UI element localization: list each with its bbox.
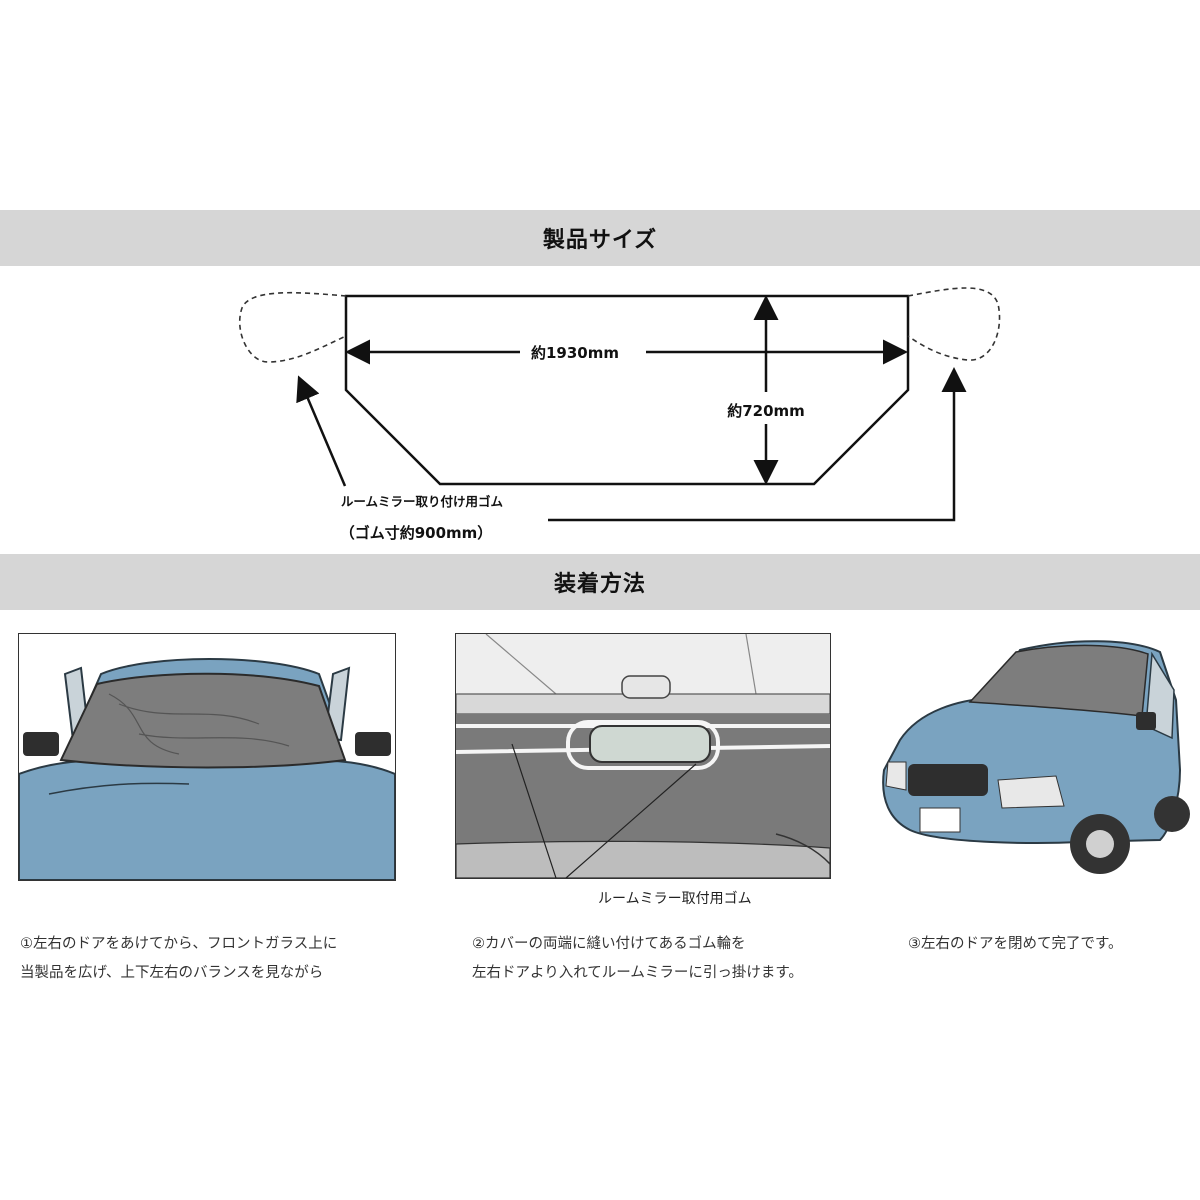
cover-outline	[344, 294, 910, 486]
step3-instructions: ③左右のドアを閉めて完了です。	[908, 930, 1123, 959]
rear-wheel	[1154, 796, 1190, 832]
step3-illustration	[880, 630, 1196, 884]
mirror-rubber-callout: ルームミラー取付用ゴム	[598, 891, 752, 907]
dome-light	[621, 675, 671, 699]
step1-line1: ①左右のドアをあけてから、フロントガラス上に	[20, 936, 338, 952]
height-label: 約720mm	[727, 402, 805, 420]
product-size-title: 製品サイズ	[542, 228, 658, 253]
installation-banner: 装着方法	[0, 554, 1200, 610]
rubber-loop	[566, 720, 720, 770]
product-size-banner: 製品サイズ	[0, 210, 1200, 266]
rubber-pointer-left	[296, 375, 347, 487]
rubber-pointer-right	[548, 367, 967, 522]
width-label: 約1930mm	[531, 344, 619, 362]
left-rubber-loop	[238, 291, 347, 363]
step2-instructions: ②カバーの両端に縫い付けてあるゴム輪を 左右ドアより入れてルームミラーに引っ掛け…	[472, 930, 803, 988]
step2-line2: 左右ドアより入れてルームミラーに引っ掛けます。	[472, 965, 803, 981]
step2-illustration	[455, 633, 831, 879]
rubber-size-label: （ゴム寸約900mm）	[340, 524, 493, 542]
right-rubber-loop	[907, 287, 1001, 361]
step2-line1: ②カバーの両端に縫い付けてあるゴム輪を	[472, 936, 746, 952]
rear-view-mirror	[589, 725, 711, 763]
windshield-cover	[59, 672, 347, 769]
step1-instructions: ①左右のドアをあけてから、フロントガラス上に 当製品を広げ、上下左右のバランスを…	[20, 930, 337, 988]
rubber-label: ルームミラー取り付け用ゴム	[341, 494, 504, 509]
installation-title: 装着方法	[553, 572, 646, 597]
left-side-mirror	[23, 732, 59, 756]
size-diagram: 約1930mm 約720mm ルームミラー取り付け用ゴム （ゴム寸約900mm）	[238, 287, 1001, 542]
step1-line2: 当製品を広げ、上下左右のバランスを見ながら	[20, 965, 324, 981]
step1-illustration	[18, 633, 396, 881]
right-side-mirror	[355, 732, 391, 756]
step3-line1: ③左右のドアを閉めて完了です。	[908, 936, 1123, 952]
license-plate	[919, 807, 961, 833]
grille	[908, 764, 988, 796]
